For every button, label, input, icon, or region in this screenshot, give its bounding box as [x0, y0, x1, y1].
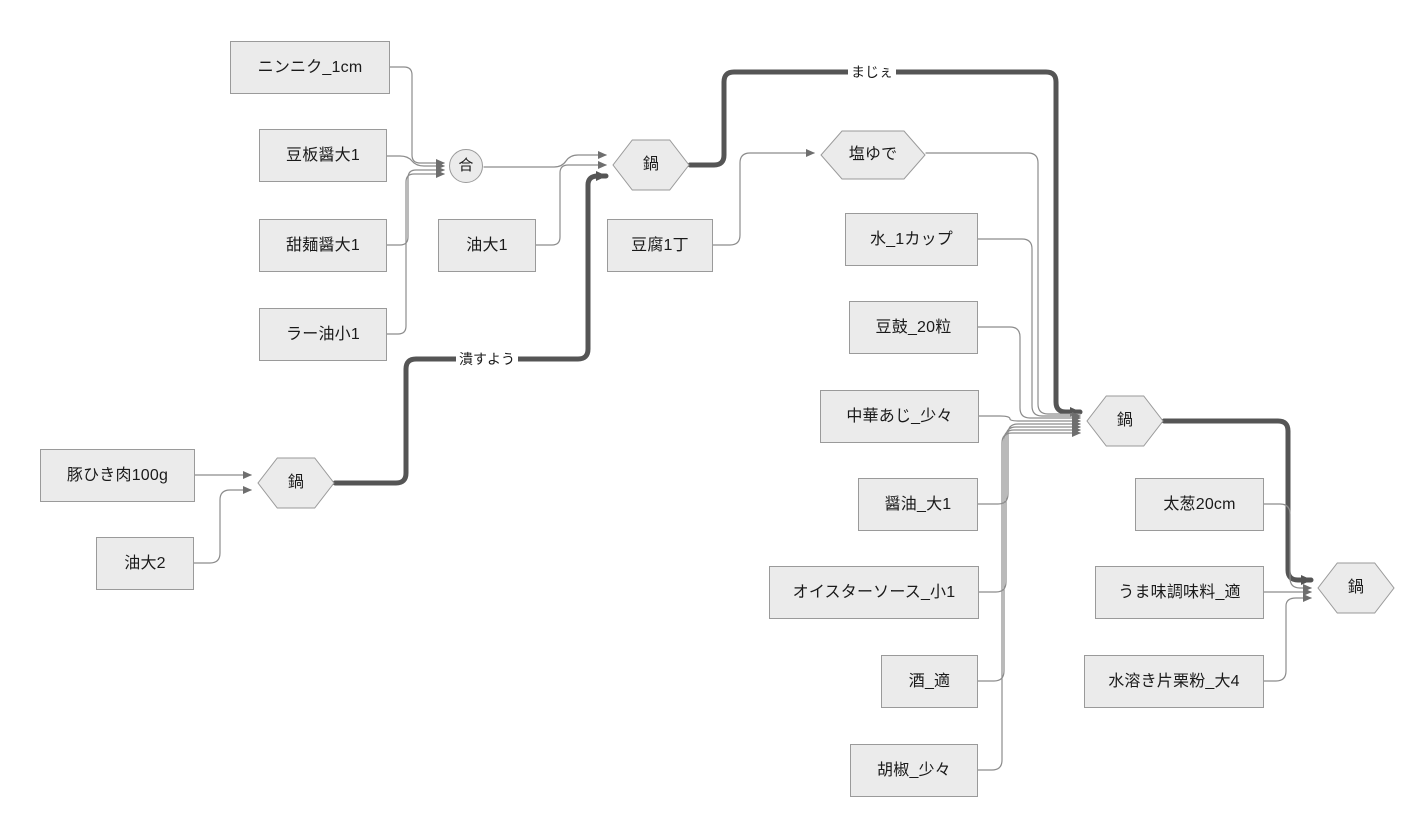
node-chuka[interactable]: 中華あじ_少々 — [820, 390, 979, 443]
node-label: 豆腐1丁 — [631, 236, 689, 254]
edge-tenmenjan-to-go — [386, 166, 445, 246]
node-shioyude[interactable]: 塩ゆで — [820, 130, 926, 180]
node-butahiki[interactable]: 豚ひき肉100g — [40, 449, 195, 502]
node-toubanjan[interactable]: 豆板醤大1 — [259, 129, 387, 182]
node-oyster[interactable]: オイスターソース_小1 — [769, 566, 979, 619]
node-go[interactable]: 合 — [449, 149, 483, 183]
node-nabe4[interactable]: 鍋 — [1317, 562, 1395, 614]
hexagon-shape — [257, 457, 335, 509]
edge-oyster-to-nabe3 — [978, 423, 1081, 593]
node-label: 油大2 — [124, 554, 166, 572]
node-label: 酒_適 — [908, 672, 951, 690]
node-nabe1[interactable]: 鍋 — [612, 139, 690, 191]
node-label: 太葱20cm — [1163, 495, 1236, 513]
node-tenmenjan[interactable]: 甜麺醤大1 — [259, 219, 387, 272]
node-label: 合 — [458, 156, 474, 174]
node-label: 鍋 — [287, 474, 305, 491]
node-touchi[interactable]: 豆鼓_20粒 — [849, 301, 978, 354]
node-katakuriko[interactable]: 水溶き片栗粉_大4 — [1084, 655, 1264, 708]
node-label: ラー油小1 — [286, 325, 360, 343]
edge-sake-to-nabe3 — [977, 426, 1081, 682]
node-label: ニンニク_1cm — [257, 58, 363, 76]
node-label: 醤油_大1 — [884, 495, 952, 513]
edge-go-to-nabe1 — [483, 151, 607, 168]
edge-toubanjan-to-go — [386, 155, 445, 170]
edge-abura1-to-nabe1 — [535, 161, 607, 246]
edge-chuka-to-nabe3 — [978, 415, 1081, 425]
edge-futonegi-to-nabe4 — [1263, 503, 1312, 592]
hexagon-shape — [1317, 562, 1395, 614]
node-label: 豆鼓_20粒 — [875, 318, 952, 336]
hexagon-shape — [612, 139, 690, 191]
node-shoyu[interactable]: 醤油_大1 — [858, 478, 978, 531]
node-label: 鍋 — [1347, 579, 1365, 596]
edge-katakuriko-to-nabe4 — [1263, 594, 1312, 682]
edge-nabe3-to-nabe4 — [1161, 418, 1314, 585]
node-label: 水_1カップ — [870, 230, 953, 248]
edge-kosho-to-nabe3 — [977, 429, 1081, 771]
edge-mizu-to-nabe3 — [977, 238, 1081, 420]
node-abura2[interactable]: 油大2 — [96, 537, 194, 590]
node-nabe2[interactable]: 鍋 — [257, 457, 335, 509]
node-umami[interactable]: うま味調味料_適 — [1095, 566, 1264, 619]
node-nabe3[interactable]: 鍋 — [1086, 395, 1164, 447]
node-label: 豚ひき肉100g — [66, 466, 169, 484]
node-label: 豆板醤大1 — [286, 146, 360, 164]
node-sake[interactable]: 酒_適 — [881, 655, 978, 708]
edge-abura2-to-nabe2 — [193, 486, 252, 564]
node-futonegi[interactable]: 太葱20cm — [1135, 478, 1264, 531]
node-rayu[interactable]: ラー油小1 — [259, 308, 387, 361]
node-mizu[interactable]: 水_1カップ — [845, 213, 978, 266]
node-label: オイスターソース_小1 — [792, 583, 956, 601]
edge-label: 潰すよう — [456, 349, 518, 369]
hexagon-shape — [1086, 395, 1164, 447]
edge-ninniku-to-go — [389, 66, 445, 167]
node-label: 鍋 — [642, 156, 660, 173]
node-label: 油大1 — [466, 236, 508, 254]
node-label: 鍋 — [1116, 412, 1134, 429]
node-label: 甜麺醤大1 — [286, 236, 360, 254]
edge-label: まじぇ — [848, 62, 896, 82]
node-ninniku[interactable]: ニンニク_1cm — [230, 41, 390, 94]
edge-touchi-to-nabe3 — [977, 326, 1081, 422]
node-label: 中華あじ_少々 — [846, 407, 953, 425]
hexagon-shape — [820, 130, 926, 180]
node-label: 水溶き片栗粉_大4 — [1108, 672, 1240, 690]
node-label: うま味調味料_適 — [1118, 583, 1241, 601]
node-label: 塩ゆで — [848, 146, 898, 163]
edge-rayu-to-go — [386, 170, 445, 335]
node-label: 胡椒_少々 — [877, 761, 951, 779]
edge-tofu-to-shioyude — [712, 149, 815, 246]
node-kosho[interactable]: 胡椒_少々 — [850, 744, 978, 797]
node-abura1[interactable]: 油大1 — [438, 219, 536, 272]
node-tofu[interactable]: 豆腐1丁 — [607, 219, 713, 272]
edge-shioyude-to-nabe3 — [925, 152, 1081, 415]
edge-shoyu-to-nabe3 — [977, 420, 1081, 505]
